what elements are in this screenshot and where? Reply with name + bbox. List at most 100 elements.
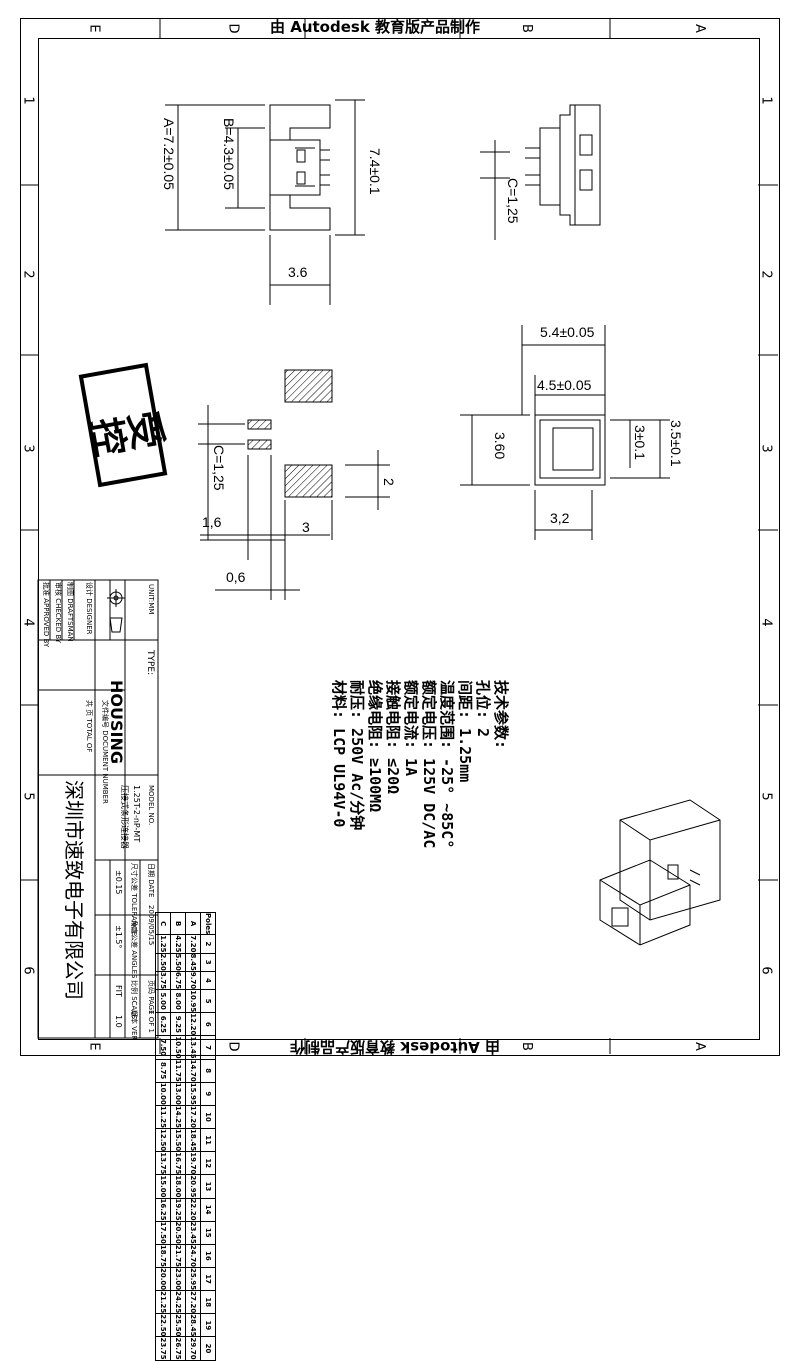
pole-table-cell: 17.50 (155, 1221, 171, 1245)
pole-table-cell: 2 (200, 934, 216, 954)
tb-designer: 设计 DESIGNER (85, 582, 93, 635)
pole-table-cell: 6.25 (155, 1012, 171, 1036)
spec-block: 技术参数: 孔位: 2 间距: 1.25mm 温度范围: -25° ~85C° … (328, 680, 510, 880)
dim-h35: 3.5±0.1 (668, 420, 684, 467)
pole-table-cell: 16.25 (155, 1198, 171, 1222)
drawing-canvas (20, 18, 778, 1054)
pole-table-cell: 2.50 (155, 953, 171, 972)
pole-table-header: A (185, 912, 201, 935)
pole-table-cell: 14.25 (170, 1105, 186, 1129)
tb-tol-value: ±0.15 (114, 870, 123, 895)
pole-table-cell: 27.20 (185, 1290, 201, 1314)
pole-table-cell: 16 (200, 1244, 216, 1268)
pole-table-cell: 28.45 (185, 1313, 201, 1337)
pole-table-cell: 1.25 (155, 934, 171, 954)
tb-ver-label: 版本 VER (130, 1010, 138, 1041)
dim-06: 0,6 (226, 569, 246, 585)
tb-date-label: 日期 DATE (147, 863, 155, 898)
pole-table-cell: 24.70 (185, 1244, 201, 1268)
pole-table-cell: 18.75 (155, 1244, 171, 1268)
pole-table-cell: 14.70 (185, 1059, 201, 1083)
pole-table-cell: 8.45 (185, 953, 201, 972)
dim-w54: 5.4±0.05 (540, 324, 595, 340)
pole-table-cell: 11.75 (170, 1059, 186, 1083)
pole-table-cell: 14 (200, 1198, 216, 1222)
dim-w45: 4.5±0.05 (537, 377, 592, 393)
spec-line: 间距: 1.25mm (456, 680, 474, 783)
outer-border (20, 18, 780, 1056)
tb-type-value: HOUSING (107, 680, 126, 764)
spec-line: 材料: LCP UL94V-0 (330, 680, 348, 828)
dim-b: B=4.3±0.05 (221, 118, 237, 190)
pole-table-cell: 8 (200, 1059, 216, 1083)
pole-table-cell: 22.20 (185, 1198, 201, 1222)
pole-table-cell: 18.45 (185, 1128, 201, 1152)
pole-table-cell: 24.25 (170, 1290, 186, 1314)
spec-line: 接触电阻: ≤20Ω (384, 680, 402, 795)
pole-table-cell: 15 (200, 1221, 216, 1245)
tb-type-label: TYPE: (145, 650, 155, 676)
tb-checked: 审核 CHECKED BY (54, 582, 62, 644)
pole-table-cell: 13.75 (155, 1151, 171, 1175)
dim-c1: C=1,25 (505, 178, 521, 224)
pole-table-cell: 17 (200, 1267, 216, 1291)
tb-model-label: MODEL NO. (147, 785, 155, 826)
spec-line: 额定电压: 125V DC/AC (420, 680, 438, 849)
tb-sheet-value: 1 OF 1 (147, 1010, 155, 1033)
pole-table-cell: 19.25 (170, 1198, 186, 1222)
pole-table-cell: 5.00 (155, 989, 171, 1013)
pole-table-cell: 10.50 (170, 1035, 186, 1060)
tb-draftsman: 制图 DRAFTSMAN (66, 582, 74, 642)
pole-table-cell: 20.50 (170, 1221, 186, 1245)
pole-table-cell: 29.70 (185, 1336, 201, 1361)
dim-3: 3 (302, 519, 310, 535)
pole-table-cell: 4.25 (170, 934, 186, 954)
pole-table-cell: 12.20 (185, 1012, 201, 1036)
pole-table-cell: 19.70 (185, 1151, 201, 1175)
pole-table-cell: 9 (200, 1082, 216, 1106)
pole-table-cell: 23.75 (155, 1336, 171, 1361)
pole-table-cell: 10.00 (155, 1082, 171, 1106)
pole-table-cell: 17.20 (185, 1105, 201, 1129)
pole-table-header: Poles (200, 912, 216, 935)
dim-w32: 3,2 (550, 510, 570, 526)
pole-table-cell: 9.25 (170, 1012, 186, 1036)
pole-table-cell: 12 (200, 1151, 216, 1175)
pole-table-cell: 15.00 (155, 1174, 171, 1199)
pole-table-cell: 7.50 (155, 1035, 171, 1060)
pole-table-cell: 22.50 (155, 1313, 171, 1337)
spec-line: 额定电流: 1A (402, 680, 420, 777)
pole-table-cell: 6.75 (170, 971, 186, 990)
tb-company: 深圳市速致电子有限公司 (62, 780, 86, 1000)
dim-16: 1,6 (202, 514, 222, 530)
pole-table-cell: 26.75 (170, 1336, 186, 1361)
pole-table-cell: 7 (200, 1035, 216, 1060)
tb-total: 共 页 TOTAL OF (85, 700, 93, 753)
pole-table-cell: 5.50 (170, 953, 186, 972)
pole-table-cell: 11 (200, 1128, 216, 1152)
watermark-top: 由 Autodesk 教育版产品制作 (270, 18, 481, 36)
dim-h74: 7.4±0.1 (367, 148, 383, 195)
dim-c2: C=1,25 (211, 445, 227, 491)
spec-line: 温度范围: -25° ~85C° (438, 680, 456, 849)
pole-table-cell: 10.95 (185, 989, 201, 1013)
pole-table-cell: 3.75 (155, 971, 171, 990)
spec-line: 孔位: 2 (474, 680, 492, 738)
pole-table-cell: 5 (200, 989, 216, 1013)
pole-table-cell: 20.95 (185, 1174, 201, 1199)
pole-table-cell: 25.95 (185, 1267, 201, 1291)
pole-table-cell: 15.50 (170, 1128, 186, 1152)
pole-table-cell: 3 (200, 953, 216, 972)
tb-angle-value: ±1.5° (114, 925, 123, 949)
spec-line: 绝缘电阻: ≥100MΩ (366, 680, 384, 813)
pole-table-cell: 4 (200, 971, 216, 990)
pole-table-cell: 18.00 (170, 1174, 186, 1199)
tb-scale-value: FIT (114, 985, 123, 997)
pole-table-cell: 18 (200, 1290, 216, 1314)
